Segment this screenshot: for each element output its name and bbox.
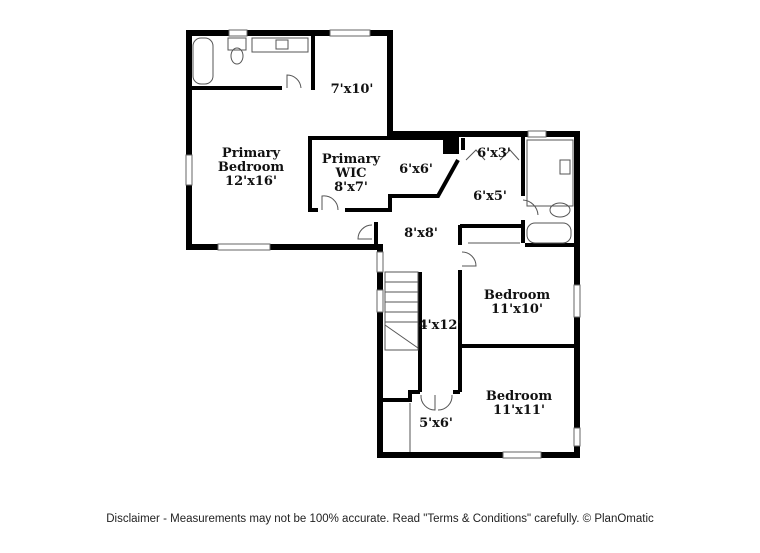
hall-size: 8'x8' (404, 226, 438, 241)
linen-size: 6'x3' (477, 146, 511, 161)
bath-size: 6'x6' (399, 162, 433, 177)
wic-size: 8'x7' (334, 180, 368, 195)
wic-label: Primary (322, 152, 381, 167)
doors (286, 74, 539, 452)
bedroom-2-size: 11'x10' (491, 302, 543, 317)
bedroom-2-label: Bedroom (484, 288, 551, 303)
closet-size: 7'x10' (331, 82, 374, 97)
disclaimer: Disclaimer - Measurements may not be 100… (106, 513, 654, 525)
primary-bedroom-label: Primary (222, 146, 281, 161)
primary-bedroom-label-2: Bedroom (218, 160, 285, 175)
closet-2-size: 5'x6' (419, 416, 453, 431)
windows (185, 29, 581, 459)
interior-walls (189, 33, 577, 402)
stairs (384, 271, 419, 351)
fixtures (192, 37, 574, 351)
bedroom-3-label: Bedroom (486, 389, 553, 404)
room-labels: Primary Bedroom 12'x16' 7'x10' Primary W… (218, 82, 553, 431)
bedroom-3-size: 11'x11' (493, 403, 545, 418)
primary-bedroom-size: 12'x16' (225, 174, 277, 189)
wic-label-2: WIC (334, 166, 366, 181)
hall-bath-size: 6'x5' (473, 189, 507, 204)
hallway-size: 4'x12' (419, 318, 462, 333)
